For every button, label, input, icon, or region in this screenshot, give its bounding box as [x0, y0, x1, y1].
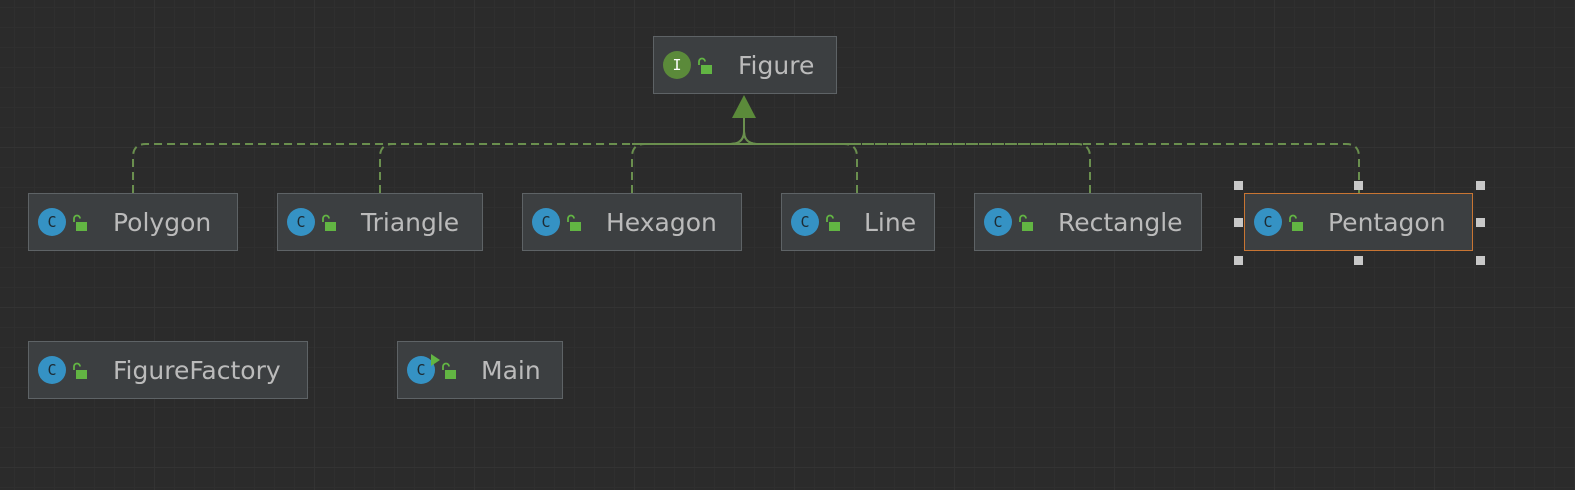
resize-handle-right[interactable]: [1476, 218, 1485, 227]
resize-handle-bottom[interactable]: [1354, 256, 1363, 265]
node-label: Line: [864, 207, 917, 237]
realization-arrowhead: [732, 95, 756, 118]
uml-node-figurefactory[interactable]: C FigureFactory: [28, 341, 308, 399]
class-icon: C: [532, 208, 560, 236]
node-label: FigureFactory: [113, 355, 281, 385]
relation-edge-rectangle: [743, 110, 1091, 193]
node-label: Polygon: [113, 207, 212, 237]
relation-edge-line: [743, 110, 858, 193]
node-label: Rectangle: [1058, 207, 1183, 237]
uml-node-main[interactable]: C Main: [397, 341, 563, 399]
class-icon: C: [984, 208, 1012, 236]
run-marker-icon: [431, 354, 440, 366]
class-icon: C: [287, 208, 315, 236]
resize-handle-top[interactable]: [1354, 181, 1363, 190]
public-unlock-icon: [1289, 214, 1303, 231]
public-unlock-icon: [73, 214, 87, 231]
resize-handle-left[interactable]: [1234, 218, 1243, 227]
class-icon: C: [791, 208, 819, 236]
public-unlock-icon: [567, 214, 581, 231]
uml-node-figure[interactable]: I Figure: [653, 36, 837, 94]
public-unlock-icon: [1019, 214, 1033, 231]
uml-node-triangle[interactable]: C Triangle: [277, 193, 483, 251]
relation-edge-triangle: [379, 110, 745, 193]
relation-edge-pentagon: [743, 110, 1360, 193]
runnable-class-icon: C: [407, 354, 440, 384]
public-unlock-icon: [698, 57, 712, 74]
uml-node-line[interactable]: C Line: [781, 193, 935, 251]
public-unlock-icon: [826, 214, 840, 231]
resize-handle-top-left[interactable]: [1234, 181, 1243, 190]
resize-handle-top-right[interactable]: [1476, 181, 1485, 190]
node-label: Triangle: [361, 207, 460, 237]
node-label: Hexagon: [606, 207, 717, 237]
public-unlock-icon: [322, 214, 336, 231]
uml-node-hexagon[interactable]: C Hexagon: [522, 193, 742, 251]
resize-handle-bottom-right[interactable]: [1476, 256, 1485, 265]
uml-node-polygon[interactable]: C Polygon: [28, 193, 238, 251]
relation-edge-polygon: [132, 110, 745, 193]
public-unlock-icon: [442, 362, 456, 379]
node-label: Figure: [738, 50, 815, 80]
uml-node-pentagon[interactable]: C Pentagon: [1244, 193, 1473, 251]
class-icon: C: [38, 208, 66, 236]
class-kind-letter: C: [416, 361, 426, 379]
public-unlock-icon: [73, 362, 87, 379]
class-icon: C: [1254, 208, 1282, 236]
resize-handle-bottom-left[interactable]: [1234, 256, 1243, 265]
node-label: Main: [481, 355, 541, 385]
relation-edge-hexagon: [631, 110, 745, 193]
uml-node-rectangle[interactable]: C Rectangle: [974, 193, 1202, 251]
interface-icon: I: [663, 51, 691, 79]
class-icon: C: [38, 356, 66, 384]
node-label: Pentagon: [1328, 207, 1446, 237]
